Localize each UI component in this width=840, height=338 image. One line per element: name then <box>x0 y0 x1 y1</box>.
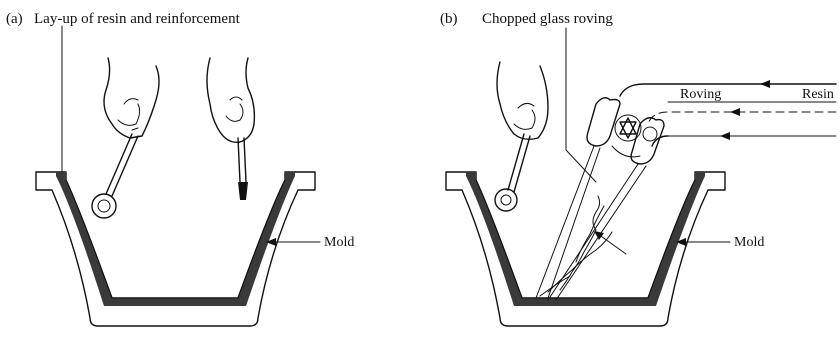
panel-b-spray-gun <box>587 80 836 164</box>
panel-a-left-hand <box>104 58 159 138</box>
panel-a-brush <box>238 138 248 200</box>
panel-a-mold-arrow <box>266 238 320 246</box>
panel-b-roller <box>495 134 530 211</box>
panel-b-title-leader <box>566 28 596 182</box>
panel-a-roller <box>92 134 138 218</box>
panel-b-hand <box>497 62 548 139</box>
panel-b-mold-arrow <box>676 238 730 246</box>
panel-b-spray-stream <box>536 146 646 300</box>
panel-b-laminate <box>466 172 705 306</box>
panel-a-right-hand <box>207 58 254 142</box>
panel-a-laminate <box>56 172 295 306</box>
